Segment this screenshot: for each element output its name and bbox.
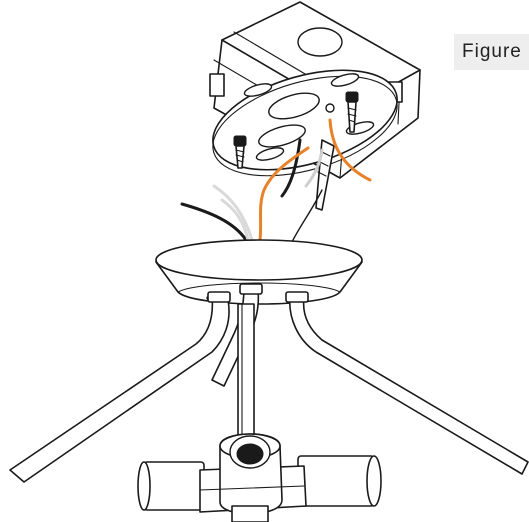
socket-cluster bbox=[137, 433, 382, 522]
fixture-wires bbox=[180, 184, 323, 243]
canopy bbox=[155, 239, 363, 305]
fixture-arms bbox=[9, 283, 529, 483]
box-tab-left bbox=[209, 73, 225, 97]
mounting-screw-left bbox=[233, 135, 247, 169]
mounting-screw-right bbox=[345, 91, 359, 133]
fixture-wire-white-2 bbox=[220, 198, 250, 242]
socket-left bbox=[143, 461, 205, 511]
socket-right bbox=[297, 455, 375, 507]
fixture-wire-white-1 bbox=[212, 184, 254, 242]
supply-wire-orange-2 bbox=[258, 146, 310, 242]
arm-right bbox=[288, 295, 529, 475]
figure-label: Figure bbox=[454, 34, 529, 70]
fixture-stem bbox=[237, 303, 255, 447]
fixture-wire-black bbox=[180, 202, 248, 242]
arm-left bbox=[9, 295, 230, 483]
supply-wire-white bbox=[304, 148, 324, 188]
supply-wire-black bbox=[280, 138, 302, 198]
supply-wires bbox=[258, 118, 372, 242]
fixture-ground-wire bbox=[291, 189, 323, 243]
knockout-hole bbox=[297, 27, 343, 57]
supply-wire-orange bbox=[328, 118, 372, 182]
